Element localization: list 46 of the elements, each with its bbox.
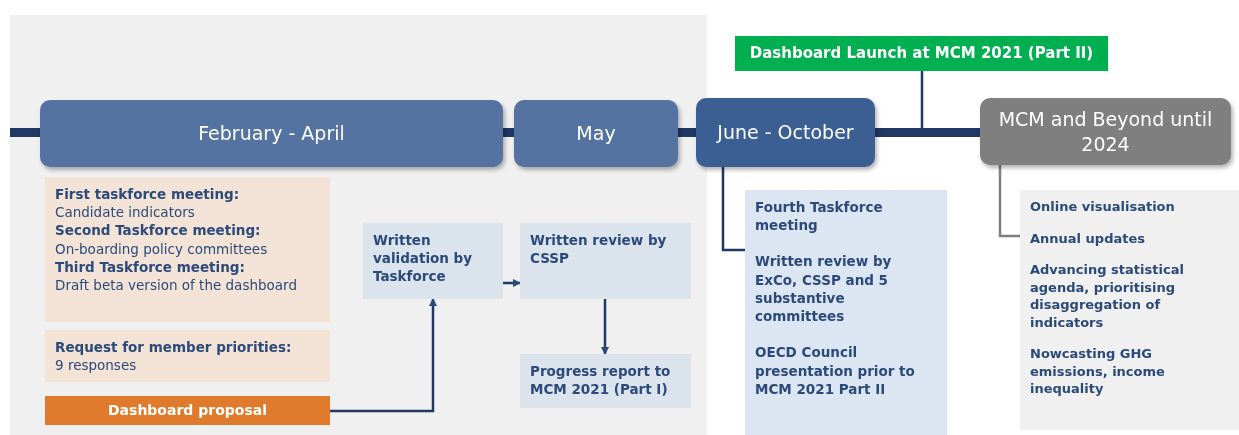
label-text: Dashboard proposal [108,401,267,420]
description-text: 9 responses [55,356,138,375]
item-text: Fourth Taskforce meeting [755,198,884,235]
connector-line [998,165,1020,238]
timeline-bar [503,128,514,137]
activity-card [45,330,330,382]
item-text: Written review by ExCo, CSSP and 5 substantive committees [755,252,893,326]
phase-box [514,100,678,167]
label-text: February - April [198,121,345,146]
timeline-bar [678,128,696,137]
label-text: MCM and Beyond until 2024 [997,106,1214,157]
heading-text: Second Taskforce meeting: [55,221,262,240]
item-text: Nowcasting GHG emissions, income inequality [1030,345,1166,398]
connector-line [330,298,437,413]
label-text: June - October [717,120,854,145]
activity-card [1020,190,1239,430]
phase-box [696,98,875,167]
description-text: Candidate indicators [55,203,196,222]
item-text: Online visualisation [1030,198,1176,216]
item-text: OECD Council presentation prior to MCM 2021 Part II [755,343,916,398]
phase-box [980,98,1231,165]
step-box [363,223,503,299]
item-text: Advancing statistical agenda, prioritising disaggregation of indicators [1030,261,1185,332]
activity-card [745,190,947,435]
step-text: Written review by CSSP [530,231,668,268]
heading-text: Third Taskforce meeting: [55,257,246,277]
step-box [520,354,691,408]
step-text: Written validation by Taskforce [373,231,474,286]
connector-line [601,299,609,355]
milestone-box [735,36,1108,71]
heading-text: First taskforce meeting: [55,185,241,204]
label-text: May [576,121,616,146]
timeline-bar [875,128,980,137]
step-text: Progress report to MCM 2021 (Part I) [530,362,672,399]
description-text: Draft beta version of the dashboard [55,276,298,295]
heading-text: Request for member priorities: [55,338,293,357]
proposal-box [45,396,330,425]
connector-line [920,71,924,128]
phase-box [40,100,503,167]
activity-card [45,177,330,322]
step-box [520,223,691,299]
description-text: On-boarding policy committees [55,239,269,258]
label-text: Dashboard Launch at MCM 2021 (Part II) [749,43,1094,64]
item-text: Annual updates [1030,229,1146,248]
connector-line [721,167,745,252]
connector-line [503,279,521,287]
